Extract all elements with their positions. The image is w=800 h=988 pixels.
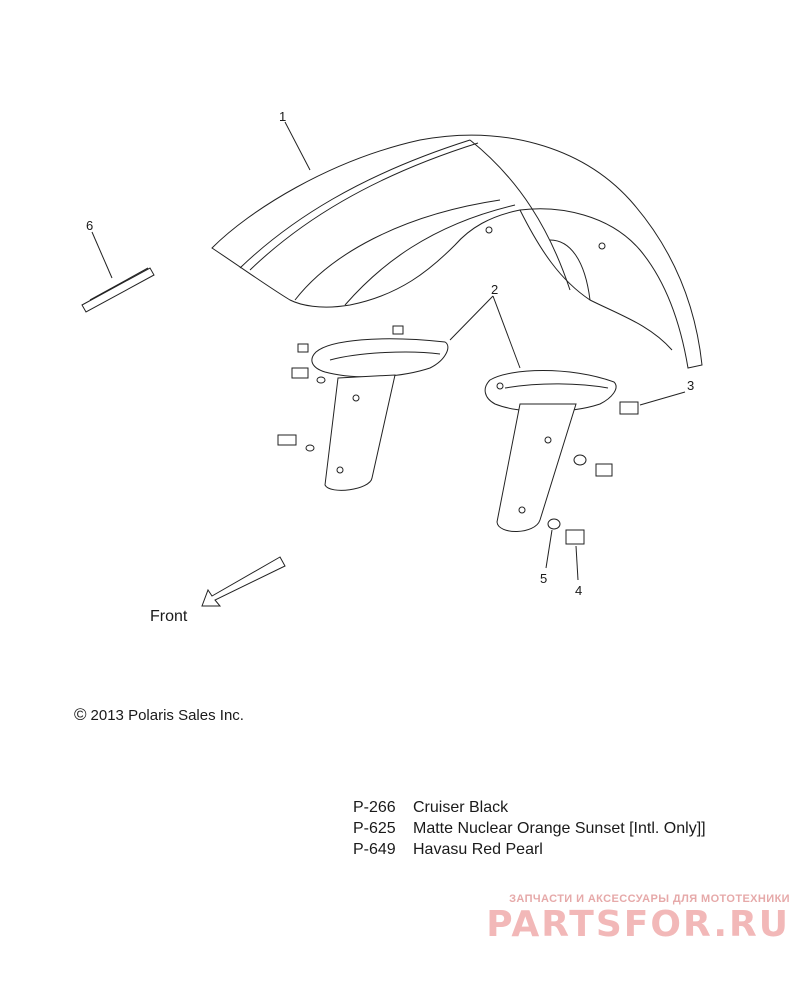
copyright-symbol: © <box>74 705 87 724</box>
color-code: P-266 <box>353 799 396 816</box>
color-name: Matte Nuclear Orange Sunset [Intl. Only]… <box>413 820 706 837</box>
color-option: P-649 Havasu Red Pearl <box>353 839 706 860</box>
watermark-tagline: ЗАПЧАСТИ И АКСЕССУАРЫ ДЛЯ МОТОТЕХНИКИ <box>509 893 790 905</box>
front-fender <box>211 134 703 369</box>
left-bracket <box>305 338 449 491</box>
decal-strip <box>81 267 155 313</box>
left-bolts <box>277 325 404 446</box>
callout-5: 5 <box>540 571 547 586</box>
color-code: P-625 <box>353 820 396 837</box>
leader-lines <box>91 121 686 581</box>
color-option: P-266 Cruiser Black <box>353 797 706 818</box>
color-options-list: P-266 Cruiser Black P-625 Matte Nuclear … <box>353 797 706 860</box>
color-option: P-625 Matte Nuclear Orange Sunset [Intl.… <box>353 818 706 839</box>
callout-6: 6 <box>86 218 93 233</box>
watermark-logo: PARTSFOR.RU <box>486 904 790 945</box>
watermark: ЗАПЧАСТИ И АКСЕССУАРЫ ДЛЯ МОТОТЕХНИКИ PA… <box>486 893 790 945</box>
right-hardware <box>547 401 639 545</box>
front-direction-arrow <box>201 556 286 607</box>
copyright-notice: © 2013 Polaris Sales Inc. <box>74 705 244 725</box>
callout-3: 3 <box>687 378 694 393</box>
callout-4: 4 <box>575 583 582 598</box>
callout-2: 2 <box>491 282 498 297</box>
right-bracket <box>484 370 617 532</box>
color-name: Havasu Red Pearl <box>413 841 543 858</box>
color-code: P-649 <box>353 841 396 858</box>
front-label: Front <box>150 608 188 625</box>
copyright-text: 2013 Polaris Sales Inc. <box>90 706 244 724</box>
color-name: Cruiser Black <box>413 799 509 816</box>
callout-1: 1 <box>279 109 286 124</box>
